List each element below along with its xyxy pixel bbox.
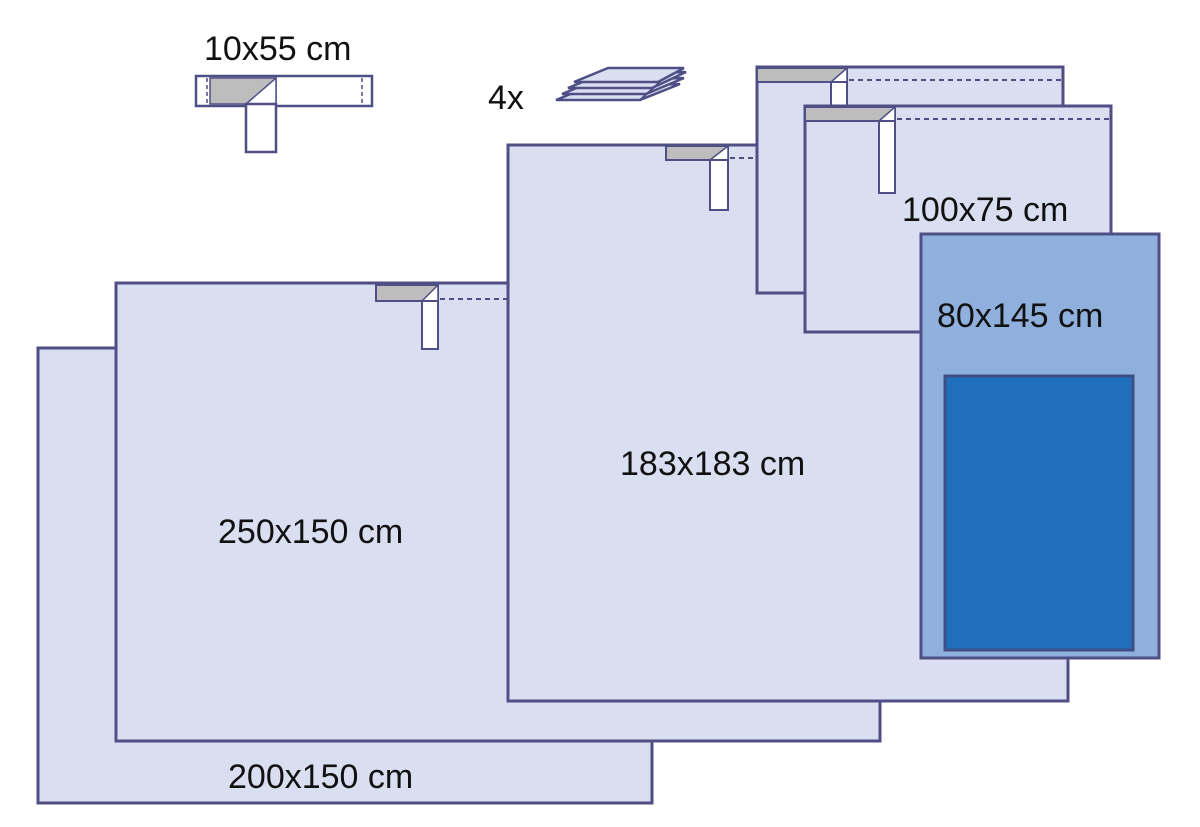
adhesive-tab (375, 283, 508, 350)
drape-250x150-label: 250x150 cm (218, 513, 403, 551)
drape-200x150-label: 200x150 cm (228, 758, 413, 796)
tape-10x55: 10x55 cm (194, 30, 374, 154)
drape-183x183-label: 183x183 cm (620, 445, 805, 483)
towels-4x: 4x (488, 66, 687, 117)
tape-tab (244, 102, 278, 154)
folded-towels-icon (555, 66, 687, 102)
table-cover-label: 80x145 cm (937, 297, 1103, 335)
table-cover-reinforced-panel (943, 374, 1135, 652)
adhesive-tab (665, 144, 760, 211)
drape-100x75-label: 100x75 cm (902, 191, 1068, 229)
tape-label: 10x55 cm (204, 30, 351, 68)
towels-quantity-label: 4x (488, 79, 524, 117)
table-cover-80x145: 80x145 cm (919, 232, 1161, 660)
